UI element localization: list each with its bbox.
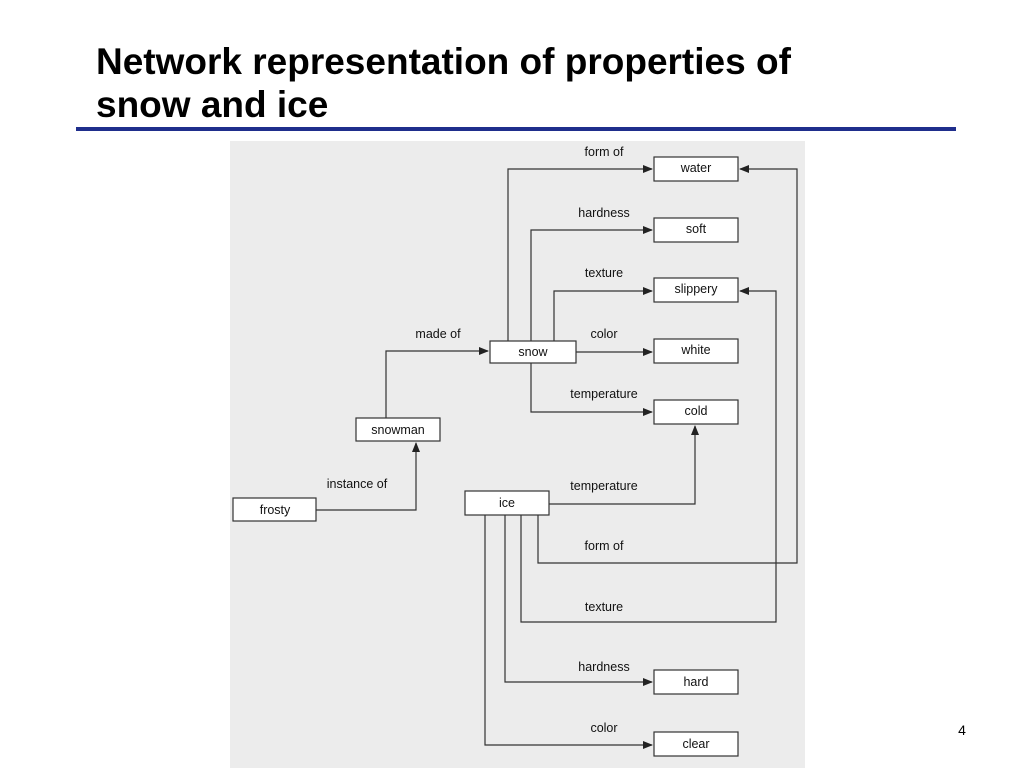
node-clear: clear [653, 731, 739, 757]
node-label-white: white [680, 343, 710, 357]
edge-ice-hardness-hard [504, 515, 653, 686]
edge-snow-texture-slippery [553, 287, 653, 341]
node-soft: soft [653, 217, 739, 243]
diagram-panel [230, 141, 805, 768]
node-label-soft: soft [686, 222, 707, 236]
slide-title-line-1: Network representation of properties of [96, 41, 791, 82]
node-ice: ice [464, 490, 550, 516]
edge-label-ice-texture: texture [585, 600, 623, 614]
node-label-frosty: frosty [260, 503, 291, 517]
node-water: water [653, 156, 739, 182]
node-label-slippery: slippery [674, 282, 718, 296]
edge-label-snow-form-of: form of [585, 145, 624, 159]
node-label-clear: clear [682, 737, 709, 751]
edge-label-frosty-instance-of: instance of [327, 477, 388, 491]
edge-ice-texture-slippery [520, 287, 777, 623]
edge-label-ice-color: color [590, 721, 617, 735]
node-label-hard: hard [683, 675, 708, 689]
slide-title-line-2: snow and ice [96, 84, 329, 125]
edge-ice-temperature-cold [549, 425, 699, 505]
node-cold: cold [653, 399, 739, 425]
node-slippery: slippery [653, 277, 739, 303]
node-snowman: snowman [355, 417, 441, 442]
edge-ice-color-clear [484, 515, 653, 749]
edge-label-ice-temperature: temperature [570, 479, 637, 493]
edge-label-snow-color: color [590, 327, 617, 341]
edge-snow-temperature-cold [530, 363, 653, 416]
node-label-ice: ice [499, 496, 515, 510]
title-underline [76, 127, 956, 131]
edge-label-snowman-made-of: made of [415, 327, 461, 341]
edge-label-ice-hardness: hardness [578, 660, 629, 674]
node-white: white [653, 338, 739, 364]
edge-ice-form-of-water [537, 165, 798, 564]
node-frosty: frosty [232, 497, 317, 522]
edge-frosty-instance-of-snowman [316, 442, 420, 511]
edge-label-snow-texture: texture [585, 266, 623, 280]
page-number: 4 [958, 722, 966, 738]
edge-snow-hardness-soft [530, 226, 653, 341]
edge-snowman-made-of-snow [385, 347, 489, 418]
node-snow: snow [489, 340, 577, 364]
slide-title: Network representation of properties of … [96, 40, 976, 126]
node-label-snow: snow [518, 345, 548, 359]
edge-label-ice-form-of: form of [585, 539, 624, 553]
edge-label-snow-temperature: temperature [570, 387, 637, 401]
node-hard: hard [653, 669, 739, 695]
edge-snow-form-of-water [507, 165, 653, 341]
edge-label-snow-hardness: hardness [578, 206, 629, 220]
node-label-snowman: snowman [371, 423, 425, 437]
node-label-cold: cold [685, 404, 708, 418]
node-label-water: water [680, 161, 712, 175]
